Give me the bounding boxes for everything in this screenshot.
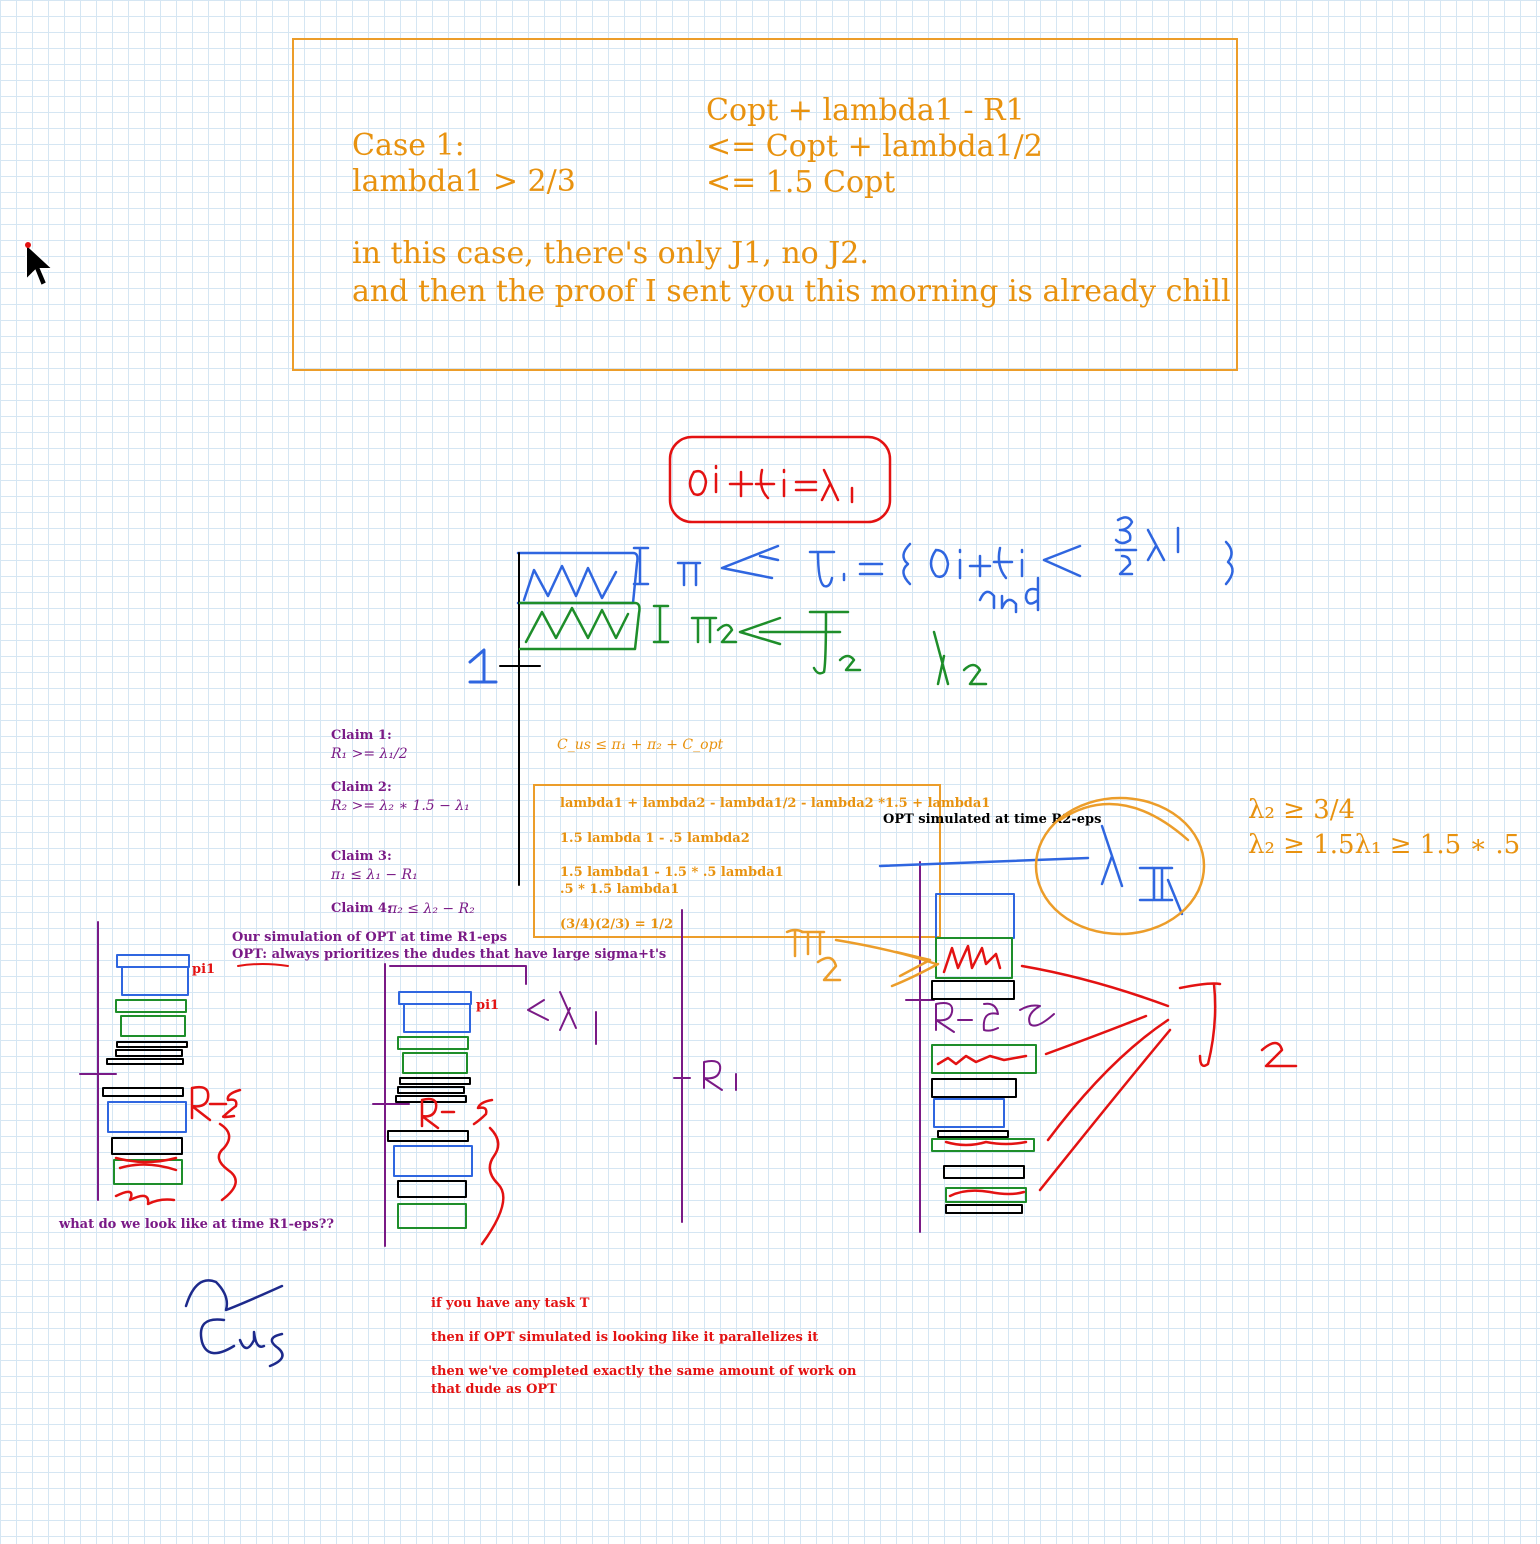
green-top-ink <box>518 601 988 686</box>
left-stack-ink <box>102 954 190 1185</box>
calc-line4: .5 * 1.5 lambda1 <box>560 882 680 897</box>
left-red-ink <box>114 1085 242 1206</box>
mid-stack-ink <box>387 991 473 1229</box>
calc-line5: (3/4)(2/3) = 1/2 <box>560 917 674 932</box>
left-red-underline <box>237 963 289 967</box>
orange-circle-ink <box>785 796 1206 988</box>
case-note2: and then the proof I sent you this morni… <box>352 274 1231 309</box>
case-eq3: <= 1.5 Copt <box>706 165 896 200</box>
blue-one-ink <box>468 648 498 684</box>
task-note2: then if OPT simulated is looking like it… <box>431 1330 819 1345</box>
claim2-formula: R₂ >= λ₂ ∗ 1.5 − λ₁ <box>331 798 470 814</box>
red-sigma-box-ink <box>668 435 892 524</box>
lambda-ineq1: λ₂ ≥ 3/4 <box>1248 795 1356 825</box>
claim1-label: Claim 1: <box>331 728 392 743</box>
right-timeline-ink <box>905 861 1055 1233</box>
case-note1: in this case, there's only J1, no J2. <box>352 236 869 271</box>
sim-note2: OPT: always prioritizes the dudes that h… <box>232 947 667 962</box>
mid-red-ink <box>420 1097 505 1246</box>
blue-top-ink <box>516 516 1234 614</box>
left-timeline-ink <box>79 921 117 1201</box>
calc-box <box>533 784 941 938</box>
lambda-ineq2: λ₂ ≥ 1.5λ₁ ≥ 1.5 ∗ .5 <box>1248 830 1521 860</box>
cost-bound: C_us ≤ π₁ + π₂ + C_opt <box>557 737 724 753</box>
right-stack-ink <box>931 893 1037 1214</box>
cus-navy-ink <box>184 1279 284 1368</box>
question-note: what do we look like at time R1-eps?? <box>59 1217 334 1232</box>
case-box <box>292 38 1238 371</box>
sim-note1: Our simulation of OPT at time R1-eps <box>232 930 508 945</box>
pi1-label-left: pi1 <box>192 962 216 977</box>
case-eq1: Copt + lambda1 - R1 <box>706 93 1025 128</box>
mid-timeline-ink <box>372 909 737 1247</box>
cursor-arrow-icon <box>25 241 56 288</box>
claim4-formula: π₂ ≤ λ₂ − R₂ <box>388 901 475 917</box>
case-eq2: <= Copt + lambda1/2 <box>706 129 1043 164</box>
case-condition: lambda1 > 2/3 <box>352 164 576 199</box>
claim3-label: Claim 3: <box>331 849 392 864</box>
task-note3: then we've completed exactly the same am… <box>431 1364 857 1379</box>
claim2-label: Claim 2: <box>331 780 392 795</box>
calc-line1: lambda1 + lambda2 - lambda1/2 - lambda2 … <box>560 796 991 811</box>
blue-lambda-ink <box>878 824 1184 916</box>
calc-line3: 1.5 lambda1 - 1.5 * .5 lambda1 <box>560 865 784 880</box>
right-red-ink <box>936 944 1298 1198</box>
case-title: Case 1: <box>352 128 465 163</box>
task-note4: that dude as OPT <box>431 1382 557 1397</box>
calc-line2: 1.5 lambda 1 - .5 lambda2 <box>560 831 750 846</box>
pi1-label-mid: pi1 <box>476 998 500 1013</box>
claim3-formula: π₁ ≤ λ₁ − R₁ <box>331 867 418 883</box>
opt-sim-label: OPT simulated at time R2-eps <box>883 812 1102 827</box>
claim1-formula: R₁ >= λ₁/2 <box>331 746 408 762</box>
black-axis-ink <box>499 552 541 886</box>
claim4-label: Claim 4: <box>331 901 392 916</box>
task-note1: if you have any task T <box>431 1296 590 1311</box>
